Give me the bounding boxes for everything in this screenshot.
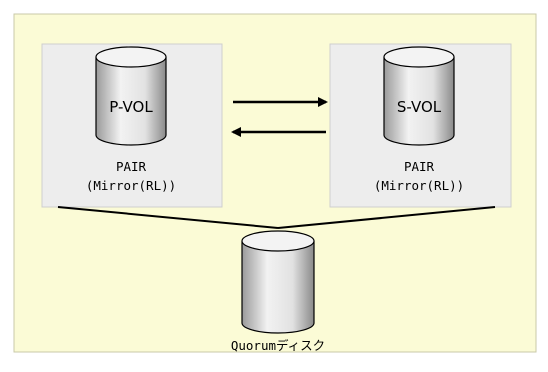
secondary-quorum-link: [277, 206, 496, 229]
primary-quorum-link: [57, 206, 279, 229]
s-vol-cylinder: S-VOL: [383, 46, 455, 146]
p-vol-label: P-VOL: [109, 98, 153, 116]
secondary-mode: (Mirror(RL)): [374, 178, 464, 193]
primary-status: PAIR: [116, 159, 147, 174]
primary-mode: (Mirror(RL)): [86, 178, 176, 193]
p-vol-cylinder: P-VOL: [95, 46, 167, 146]
s-vol-label: S-VOL: [397, 98, 442, 116]
quorum-cylinder: [241, 230, 315, 334]
quorum-label: Quorumディスク: [231, 338, 325, 353]
secondary-status: PAIR: [404, 159, 435, 174]
